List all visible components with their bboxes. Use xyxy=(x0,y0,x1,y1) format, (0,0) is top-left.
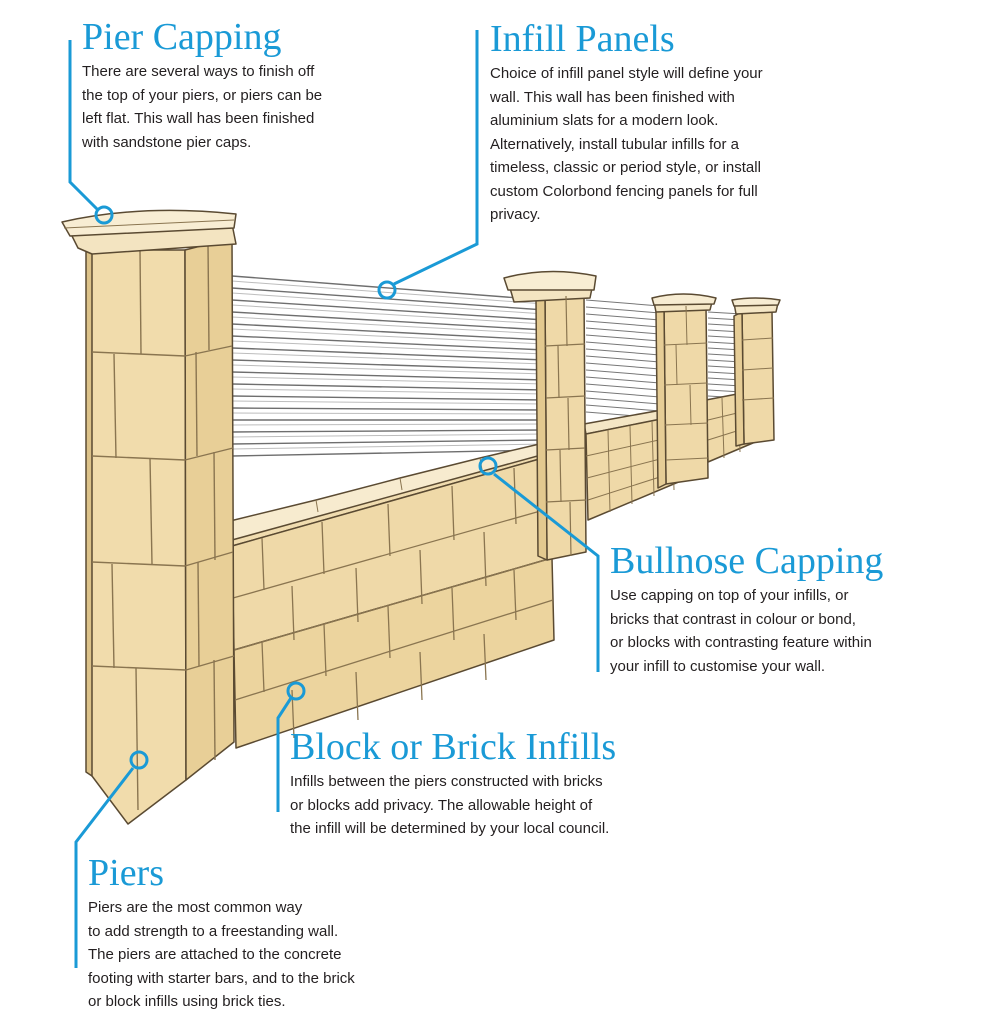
piers-leader xyxy=(74,767,135,968)
pier-capping-title: Pier Capping xyxy=(82,16,282,58)
bullnose-capping-callout: Bullnose Capping Use capping on top of y… xyxy=(610,540,883,678)
pier-front xyxy=(61,209,237,825)
block-infill-main xyxy=(231,455,555,749)
pier-far-3 xyxy=(731,297,781,447)
pier-capping-marker xyxy=(94,205,114,225)
infill-slats-far xyxy=(707,311,743,399)
pier-capping-text: There are several ways to finish off the… xyxy=(82,63,323,151)
infill-panels-title: Infill Panels xyxy=(490,18,675,60)
infill-panels-marker xyxy=(377,280,397,300)
piers-title: Piers xyxy=(88,852,164,894)
piers-text: Piers are the most common way to add str… xyxy=(88,899,355,1010)
block-infills-title: Block or Brick Infills xyxy=(290,726,617,768)
infill-panels-leader xyxy=(393,30,479,286)
block-infills-callout: Block or Brick Infills Infills between t… xyxy=(290,726,616,841)
infill-slats-main xyxy=(231,272,546,478)
infill-panels-text: Choice of infill panel style will define… xyxy=(490,65,763,223)
far-wall-sections xyxy=(583,293,781,521)
pier-2 xyxy=(503,270,597,561)
pier-capping-callout: Pier Capping There are several ways to f… xyxy=(82,16,322,154)
pier-mid-2 xyxy=(651,293,717,489)
block-infills-text: Infills between the piers constructed wi… xyxy=(290,773,610,837)
bullnose-capping-title: Bullnose Capping xyxy=(610,540,884,582)
callout-leaders xyxy=(68,30,600,968)
piers-callout: Piers Piers are the most common way to a… xyxy=(88,852,355,1014)
piers-marker xyxy=(129,750,149,770)
infill-panels-callout: Infill Panels Choice of infill panel sty… xyxy=(490,18,763,227)
block-infills-leader xyxy=(276,697,293,812)
pier-capping-leader xyxy=(68,40,100,212)
infill-slats-mid xyxy=(585,299,661,419)
bullnose-capping-text: Use capping on top of your infills, or b… xyxy=(610,587,872,675)
bullnose-capping-marker xyxy=(478,456,498,476)
bullnose-capping-leader xyxy=(493,472,600,672)
block-infills-marker xyxy=(286,681,306,701)
